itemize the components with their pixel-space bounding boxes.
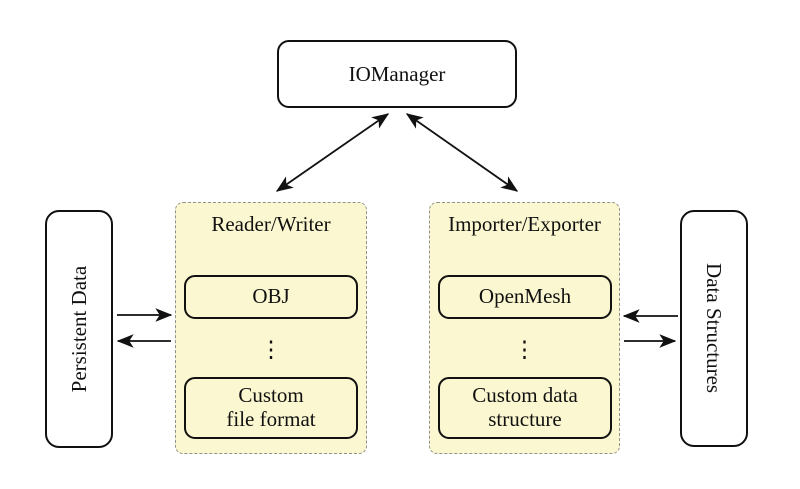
custom-file-format-line2: file format	[226, 407, 316, 431]
custom-file-format-line1: Custom	[238, 383, 304, 408]
group-reader-writer: Reader/Writer OBJ ⋮ Custom file format	[175, 202, 367, 454]
custom-data-structure-line2: structure	[488, 407, 562, 431]
node-data-structures: Data Structures	[680, 210, 748, 447]
obj-label: OBJ	[252, 284, 290, 309]
node-custom-data-structure: Custom data structure	[438, 377, 612, 439]
arrow-io-reader-writer	[275, 113, 390, 192]
data-structures-label: Data Structures	[702, 263, 727, 394]
custom-data-structure-line1: Custom data	[472, 383, 578, 408]
reader-writer-title: Reader/Writer	[211, 212, 331, 236]
node-obj: OBJ	[184, 275, 358, 319]
arrow-io-importer-exporter	[405, 113, 519, 192]
importer-exporter-ellipsis: ⋮	[513, 337, 536, 362]
importer-exporter-title: Importer/Exporter	[448, 212, 601, 236]
node-persistent-data: Persistent Data	[45, 210, 113, 448]
reader-writer-ellipsis: ⋮	[259, 337, 283, 362]
persistent-data-label: Persistent Data	[66, 265, 91, 393]
group-importer-exporter: Importer/Exporter OpenMesh ⋮ Custom data…	[429, 202, 620, 454]
node-openmesh: OpenMesh	[438, 275, 612, 319]
node-custom-file-format: Custom file format	[184, 377, 358, 439]
openmesh-label: OpenMesh	[478, 284, 572, 309]
node-io-manager: IOManager	[277, 40, 517, 108]
io-manager-label: IOManager	[348, 61, 446, 86]
